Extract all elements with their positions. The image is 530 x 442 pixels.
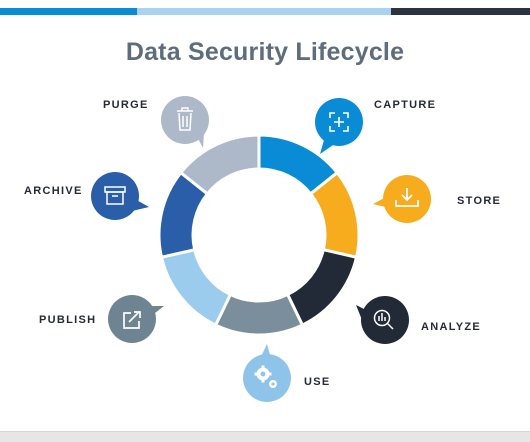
stage-label-analyze: ANALYZE	[421, 321, 482, 333]
top-accent-bar	[0, 8, 530, 15]
archive-bubble	[91, 172, 149, 220]
ring-segment-publish	[159, 247, 233, 328]
capture-bubble	[315, 98, 363, 154]
store-bubble	[373, 175, 431, 223]
stage-label-purge: PURGE	[103, 99, 149, 111]
trash-icon	[177, 107, 193, 131]
share-icon	[123, 311, 141, 329]
use-bubble	[243, 344, 291, 402]
bottom-bar	[0, 431, 530, 442]
gears-icon	[254, 365, 277, 388]
publish-bubble	[108, 295, 164, 343]
accent-bar-blue	[0, 8, 137, 15]
stage-label-capture: CAPTURE	[374, 99, 437, 111]
analyze-bubble	[356, 296, 409, 344]
accent-bar-dark	[391, 8, 530, 15]
stage-label-publish: PUBLISH	[39, 314, 97, 326]
stage-label-use: USE	[304, 376, 331, 388]
download-icon	[395, 188, 419, 207]
ring-segment-purge	[178, 133, 261, 196]
capture-icon	[329, 112, 349, 132]
page-title: Data Security Lifecycle	[125, 38, 405, 66]
purge-bubble	[161, 96, 209, 148]
stage-label-archive: ARCHIVE	[24, 185, 83, 197]
lifecycle-ring	[157, 133, 361, 337]
archive-box-icon	[104, 186, 126, 205]
analyze-icon	[373, 309, 394, 330]
accent-bar-light	[137, 8, 391, 15]
stage-label-store: STORE	[457, 195, 502, 207]
